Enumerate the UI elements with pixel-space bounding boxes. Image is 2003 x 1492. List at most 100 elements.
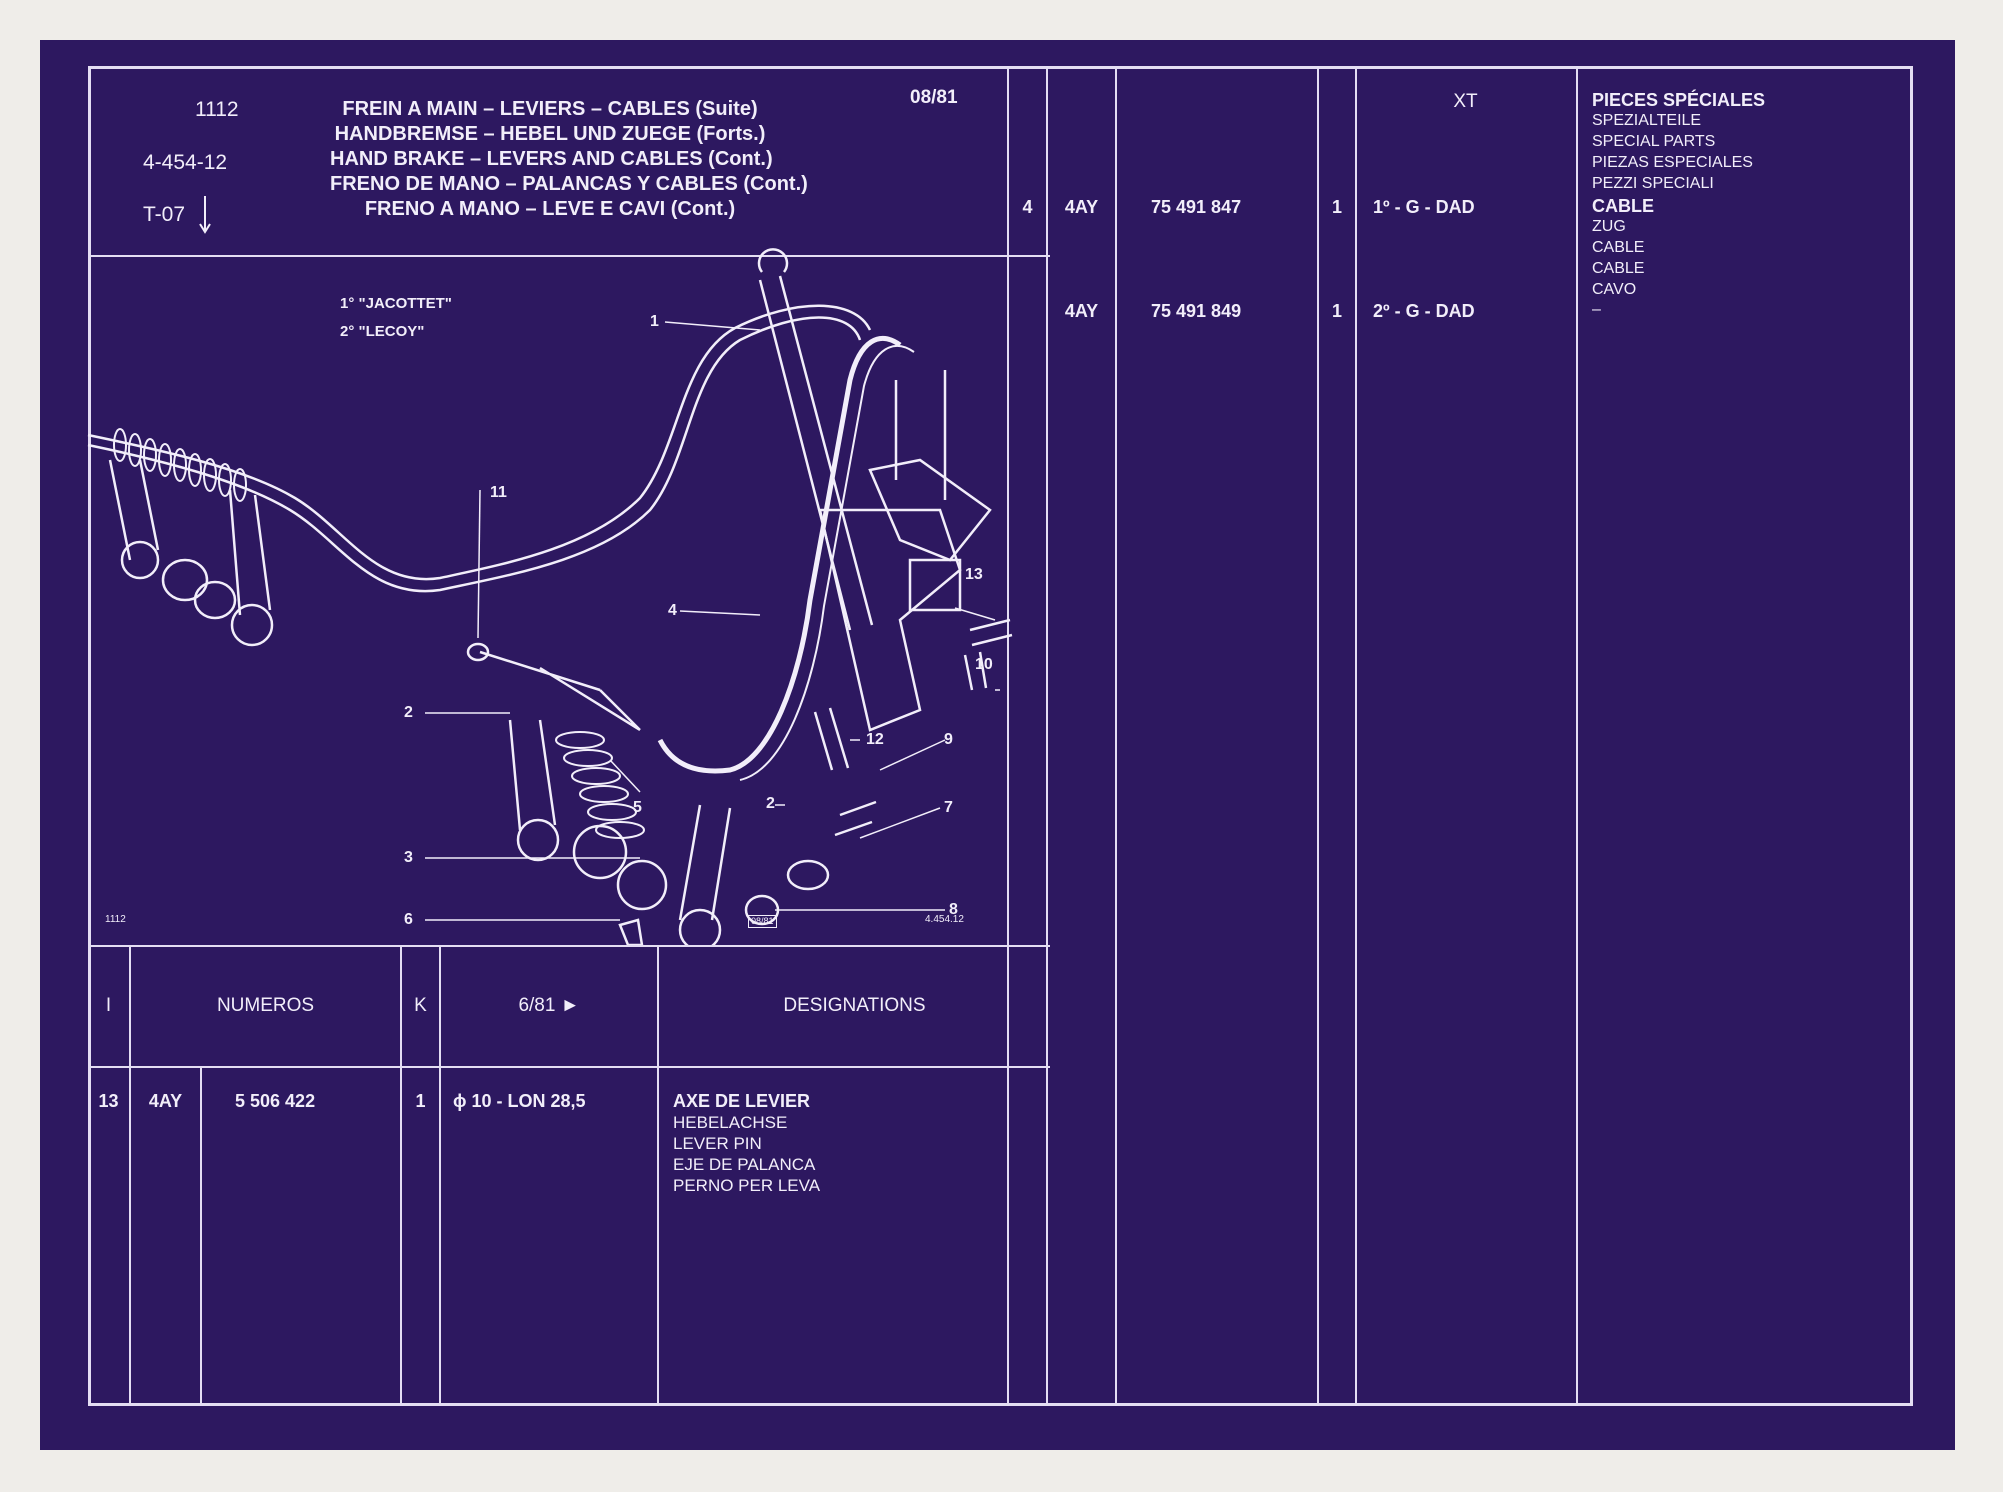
item-name-2: CABLE xyxy=(1592,239,1645,256)
callout-3: 3 xyxy=(404,849,413,866)
callout-5: 5 xyxy=(633,799,642,816)
diagram-footer-left: 1112 xyxy=(105,914,126,925)
cap-3a xyxy=(572,824,628,880)
rcol-3 xyxy=(1115,66,1117,1406)
section-title-0: PIECES SPÉCIALES xyxy=(1592,90,1766,110)
right-row-2-number: 75 491 849 xyxy=(1151,301,1242,321)
callout-12: 12 xyxy=(866,731,884,748)
section-title-1: SPEZIALTEILE xyxy=(1592,112,1702,129)
left-cap-b xyxy=(193,580,237,620)
right-row-1-k: 1 xyxy=(1331,197,1342,217)
title-es: FRENO DE MANO – PALANCAS Y CABLES (Cont.… xyxy=(330,173,808,195)
left-row-desig-3: EJE DE PALANCA xyxy=(673,1155,816,1174)
main-cable-outer xyxy=(87,304,872,581)
legend-2: 2° "LECOY" xyxy=(340,323,425,340)
rcol-1 xyxy=(1007,66,1009,1406)
lcol-4 xyxy=(439,945,441,1405)
left-row-number: 5 506 422 xyxy=(235,1091,316,1111)
frame-left xyxy=(88,66,91,1406)
rcol-2 xyxy=(1046,66,1048,1406)
model-xt: XT xyxy=(1453,91,1478,112)
left-row-desig-0: AXE DE LEVIER xyxy=(673,1091,811,1111)
item-dash: – xyxy=(1592,301,1601,318)
section-title-2: SPECIAL PARTS xyxy=(1592,133,1716,150)
right-row-1-code: 4AY xyxy=(1064,197,1099,217)
col-header-numeros: NUMEROS xyxy=(216,995,315,1016)
lever-bracket xyxy=(818,508,962,732)
ferrule-11 xyxy=(466,642,490,662)
col-header-date: 6/81 ► xyxy=(518,995,580,1016)
bracket-block xyxy=(908,558,962,612)
title-it: FRENO A MANO – LEVE E CAVI (Cont.) xyxy=(364,198,736,220)
bolt-13 xyxy=(969,618,1013,647)
main-cable xyxy=(87,316,862,593)
left-row-k: 1 xyxy=(415,1091,426,1111)
header-divider xyxy=(88,255,1050,257)
col-header-designations: DESIGNATIONS xyxy=(783,995,926,1016)
section-title-4: PEZZI SPECIALI xyxy=(1592,175,1714,192)
diagram-footer-right: 4.454.12 xyxy=(925,914,964,925)
left-lever-b xyxy=(228,489,274,647)
lcol-5 xyxy=(657,945,659,1405)
right-row-1-i: 4 xyxy=(1022,197,1033,217)
item-name-3: CABLE xyxy=(1592,260,1645,277)
left-row-i: 13 xyxy=(98,1091,119,1111)
left-cap-a xyxy=(161,558,209,602)
callout-4: 4 xyxy=(668,602,677,619)
callout-9: 9 xyxy=(944,731,953,748)
rcol-6 xyxy=(1576,66,1578,1406)
lcol-3 xyxy=(400,945,402,1405)
cable-sleeve xyxy=(479,650,641,732)
right-row-2-spec: 2º - G - DAD xyxy=(1373,301,1475,321)
page-ref: 4-454-12 xyxy=(143,151,228,174)
callout-2b: 2 xyxy=(766,795,775,812)
item-name-1: ZUG xyxy=(1592,218,1626,235)
lcol-1 xyxy=(129,945,131,1405)
lcol-2 xyxy=(200,1066,202,1405)
bolt-10 xyxy=(963,651,988,691)
item-name-0: CABLE xyxy=(1592,196,1654,216)
table-header-divider xyxy=(88,1066,1050,1068)
right-row-1-number: 75 491 847 xyxy=(1151,197,1242,217)
callout-1: 1 xyxy=(650,313,659,330)
left-row-spec: ϕ 10 - LON 28,5 xyxy=(453,1091,586,1111)
callout-10: 10 xyxy=(975,656,993,673)
diagram-divider xyxy=(88,945,1050,947)
sheet-date: 08/81 xyxy=(910,87,958,108)
title-de: HANDBREMSE – HEBEL UND ZUEGE (Forts.) xyxy=(334,123,766,145)
title-en: HAND BRAKE – LEVERS AND CABLES (Cont.) xyxy=(330,148,773,170)
clip-6 xyxy=(618,918,644,945)
col-header-k: K xyxy=(414,995,427,1016)
frame-top xyxy=(88,66,1913,69)
left-row-code: 4AY xyxy=(148,1091,183,1111)
cable-4 xyxy=(657,335,902,774)
lever-plate xyxy=(868,458,992,562)
center-spring xyxy=(555,731,645,839)
pin-12 xyxy=(813,707,850,771)
legend-1: 1° "JACOTTET" xyxy=(340,295,452,312)
exploded-diagram xyxy=(87,248,1013,945)
diagram-footer-mid: 08/81 xyxy=(748,915,777,928)
right-row-2-k: 1 xyxy=(1331,301,1342,321)
callout-8: 8 xyxy=(949,901,958,918)
col-header-i: I xyxy=(105,995,112,1016)
title-fr: FREIN A MAIN – LEVIERS – CABLES (Suite) xyxy=(342,98,758,120)
cap-3b xyxy=(616,859,668,911)
right-row-2-code: 4AY xyxy=(1064,301,1099,321)
down-arrow-icon xyxy=(199,196,211,234)
parts-catalog-sheet: 1112 4-454-12 T-07 08/81 FREIN A MAIN – … xyxy=(40,40,1955,1450)
right-row-1-spec: 1º - G - DAD xyxy=(1373,197,1475,217)
callout-11: 11 xyxy=(490,484,507,501)
callout-13: 13 xyxy=(965,566,983,583)
main-spring xyxy=(113,428,247,502)
lever-2-right xyxy=(678,804,732,945)
rcol-5 xyxy=(1355,66,1357,1406)
item-name-4: CAVO xyxy=(1592,281,1637,298)
cable-4-inner xyxy=(739,344,915,781)
callout-2a: 2 xyxy=(404,704,413,721)
callout-7: 7 xyxy=(944,799,953,816)
frame-bottom xyxy=(88,1403,1913,1406)
left-row-desig-2: LEVER PIN xyxy=(673,1134,762,1153)
left-lever-a xyxy=(108,459,160,580)
tab-ref: T-07 xyxy=(143,203,186,226)
